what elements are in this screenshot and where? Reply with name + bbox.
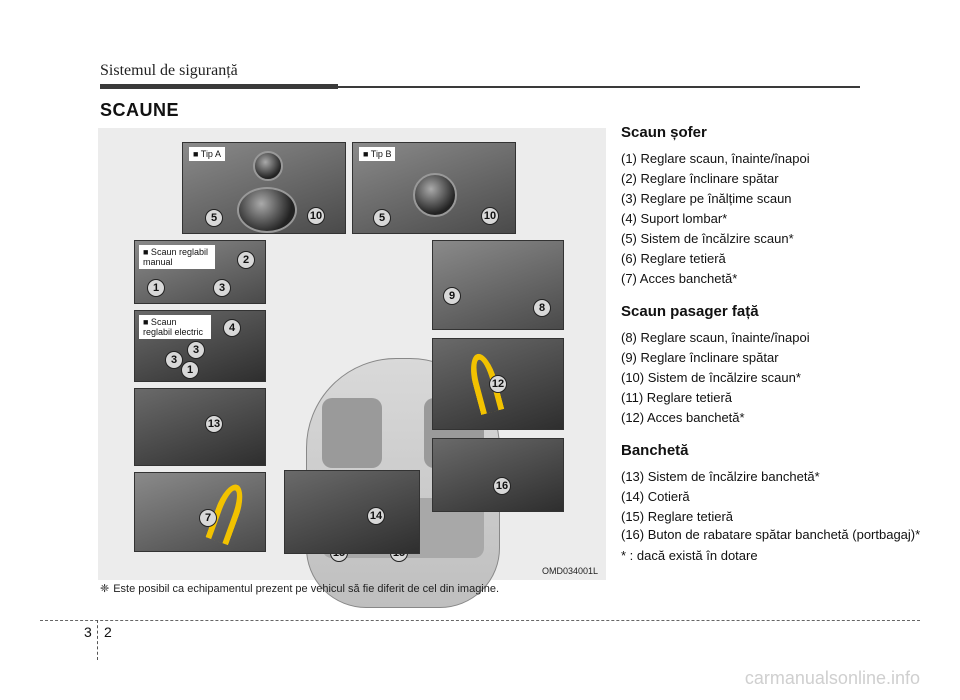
driver-seat <box>322 398 382 468</box>
list-item: (13) Sistem de încălzire banchetă* <box>621 469 820 484</box>
console-knob <box>253 151 283 181</box>
callout-12: 12 <box>489 375 507 393</box>
callout-16: 16 <box>493 477 511 495</box>
callout-4: 4 <box>223 319 241 337</box>
passenger-access-panel: 12 <box>432 338 564 430</box>
optional-note: * : dacă există în dotare <box>621 548 758 563</box>
passenger-seat-heading: Scaun pasager față <box>621 303 759 320</box>
label-electric-seat: ■ Scaun reglabil electric <box>139 315 211 339</box>
callout-3: 3 <box>213 279 231 297</box>
callout-2: 2 <box>237 251 255 269</box>
footer-rule <box>40 620 920 621</box>
callout-10: 10 <box>307 207 325 225</box>
rear-heater-panel: 13 <box>134 388 266 466</box>
console-panel-type-b: ■ Tip B 5 10 <box>352 142 516 234</box>
list-item: (3) Reglare pe înălțime scaun <box>621 191 792 206</box>
list-item: (2) Reglare înclinare spătar <box>621 171 779 186</box>
figure-code: OMD034001L <box>541 566 598 576</box>
list-item: (1) Reglare scaun, înainte/înapoi <box>621 151 810 166</box>
callout-10: 10 <box>481 207 499 225</box>
header-title: Sistemul de siguranță <box>100 62 238 79</box>
list-item: (16) Buton de rabatare spătar banchetă (… <box>621 527 921 542</box>
console-knob <box>237 187 297 233</box>
armrest-panel: 14 <box>284 470 420 554</box>
list-item: (8) Reglare scaun, înainte/înapoi <box>621 330 810 345</box>
legend-column: Scaun șofer (1) Reglare scaun, înainte/î… <box>621 124 921 565</box>
page-number: 2 <box>104 624 112 640</box>
callout-3: 3 <box>187 341 205 359</box>
callout-14: 14 <box>367 507 385 525</box>
list-item: (7) Acces banchetă* <box>621 271 738 286</box>
driver-seat-heading: Scaun șofer <box>621 124 707 141</box>
callout-5: 5 <box>205 209 223 227</box>
seat-illustration: ■ Tip A 5 10 ■ Tip B 5 10 ■ Scaun reglab… <box>98 128 606 608</box>
page-number-divider <box>97 620 98 660</box>
list-item: (12) Acces banchetă* <box>621 410 745 425</box>
watermark: carmanualsonline.info <box>744 668 920 688</box>
list-item: (15) Reglare tetieră <box>621 509 733 524</box>
callout-7: 7 <box>199 509 217 527</box>
label-manual-seat: ■ Scaun reglabil manual <box>139 245 215 269</box>
console-panel-type-a: ■ Tip A 5 10 <box>182 142 346 234</box>
label-type-b: ■ Tip B <box>359 147 396 161</box>
callout-9: 9 <box>443 287 461 305</box>
callout-5: 5 <box>373 209 391 227</box>
header-bar <box>100 84 338 89</box>
callout-13: 13 <box>205 415 223 433</box>
footnote-text: Este posibil ca echipamentul prezent pe … <box>113 583 500 595</box>
chapter-number: 3 <box>84 624 92 640</box>
section-title: SCAUNE <box>100 100 180 120</box>
callout-3: 3 <box>165 351 183 369</box>
list-item: (10) Sistem de încălzire scaun* <box>621 370 801 385</box>
driver-access-panel: 7 <box>134 472 266 552</box>
figure-footnote: ❈Este posibil ca echipamentul prezent pe… <box>100 582 499 595</box>
rear-bench-heading: Banchetă <box>621 442 689 459</box>
list-item: (4) Suport lombar* <box>621 211 728 226</box>
list-item: (11) Reglare tetieră <box>621 390 733 405</box>
list-item: (5) Sistem de încălzire scaun* <box>621 231 794 246</box>
rear-bench-list: (13) Sistem de încălzire banchetă* (14) … <box>621 467 921 543</box>
callout-1: 1 <box>147 279 165 297</box>
electric-seat-panel: ■ Scaun reglabil electric 4 3 3 1 <box>134 310 266 382</box>
manual-seat-panel: ■ Scaun reglabil manual 2 1 3 <box>134 240 266 304</box>
footnote-mark: ❈ <box>100 583 110 595</box>
header-rule <box>338 86 860 88</box>
list-item: (9) Reglare înclinare spătar <box>621 350 779 365</box>
driver-seat-list: (1) Reglare scaun, înainte/înapoi (2) Re… <box>621 149 921 289</box>
label-type-a: ■ Tip A <box>189 147 225 161</box>
list-item: (14) Cotieră <box>621 489 690 504</box>
list-item: (6) Reglare tetieră <box>621 251 726 266</box>
passenger-seat-panel: 9 8 <box>432 240 564 330</box>
callout-1: 1 <box>181 361 199 379</box>
callout-8: 8 <box>533 299 551 317</box>
trunk-fold-panel: 16 <box>432 438 564 512</box>
console-knob <box>413 173 457 217</box>
passenger-seat-list: (8) Reglare scaun, înainte/înapoi (9) Re… <box>621 328 921 428</box>
